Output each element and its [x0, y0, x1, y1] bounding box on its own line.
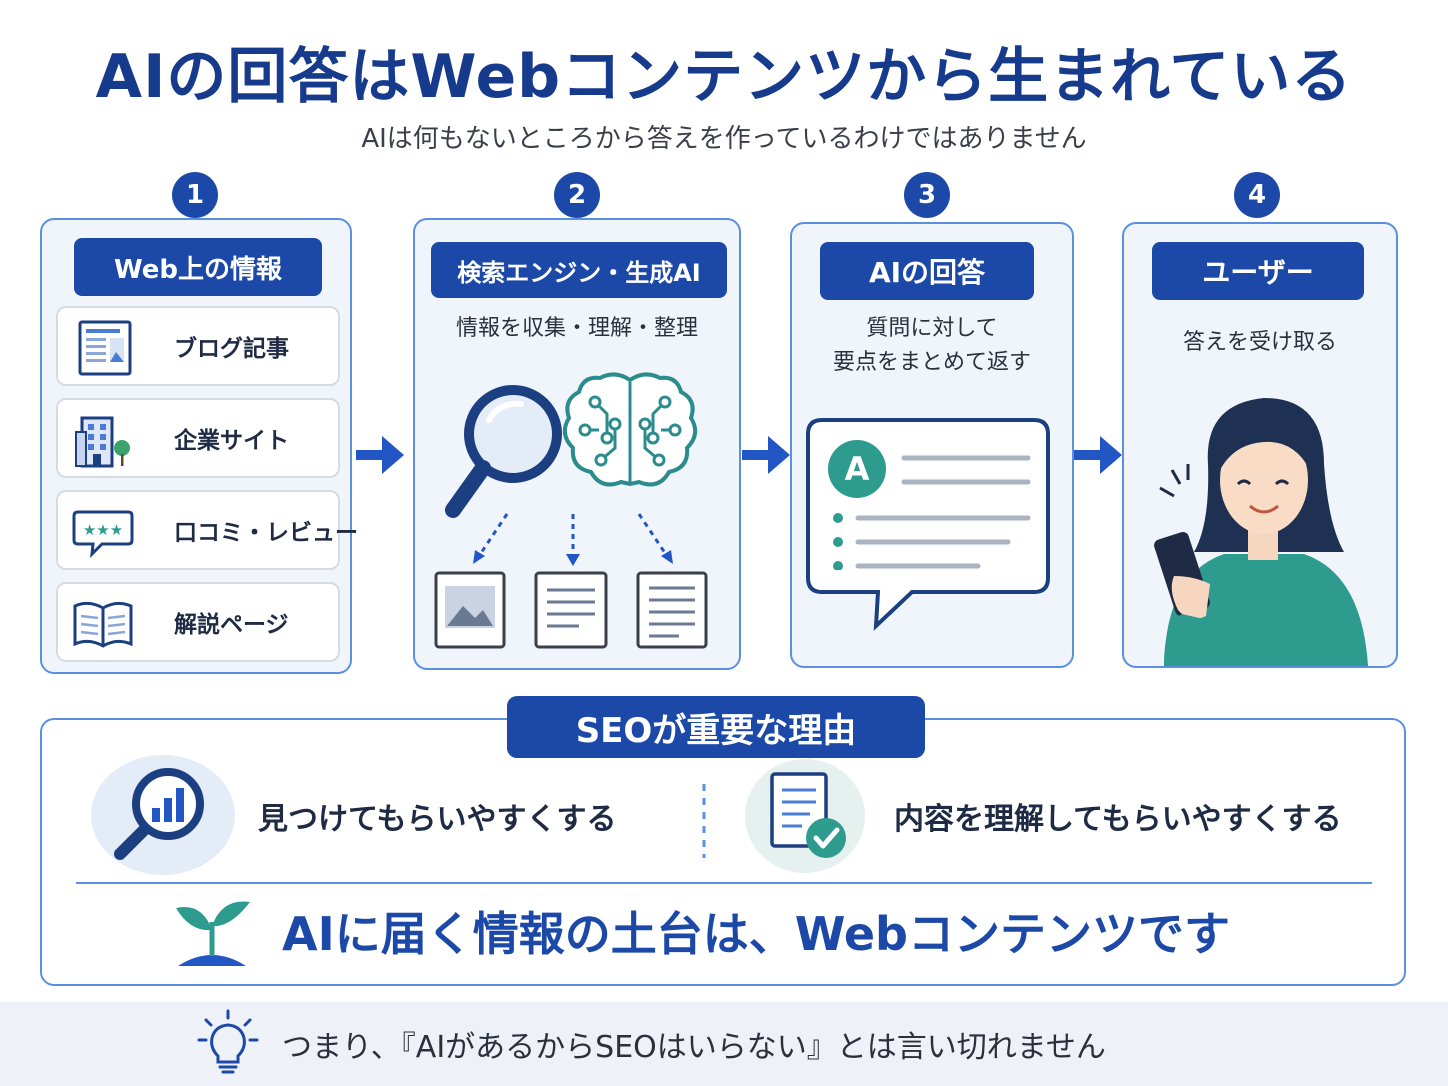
answer-avatar-letter: A: [844, 450, 870, 488]
answer-avatar: A: [828, 440, 886, 498]
svg-text:★★★: ★★★: [83, 521, 123, 539]
dashed-divider: [702, 784, 706, 858]
seo-divider: [76, 882, 1372, 884]
seo-section-title: SEOが重要な理由: [507, 696, 925, 758]
answer-lines: [833, 455, 1031, 570]
dotted-arrows: [473, 513, 673, 566]
footer-note: つまり、『AIがあるからSEOはいらない』とは言い切れません: [282, 1030, 1106, 1065]
review-icon: ★★★: [72, 510, 134, 559]
text-doc-icon: [636, 571, 708, 649]
step-label-user: ユーザー: [1152, 242, 1364, 300]
seo-reason-understandability: 内容を理解してもらいやすくする: [894, 802, 1342, 837]
sprout-icon: [176, 901, 250, 966]
step-description-line1: 質問に対して: [866, 316, 998, 341]
source-item-label: ブログ記事: [174, 336, 289, 362]
step-card-search-ai: 検索エンジン・生成AI 情報を収集・理解・整理: [413, 218, 741, 670]
step-number-4: 4: [1234, 172, 1280, 218]
page-subtitle: AIは何もないところから答えを作っているわけではありません: [361, 124, 1087, 154]
step-card-web-info: Web上の情報 ブログ記事 企業サイト ★★★: [40, 218, 358, 674]
step-number-1: 1: [172, 172, 218, 218]
seo-reason-discoverability: 見つけてもらいやすくする: [258, 802, 617, 837]
arrow-right-icon: [742, 436, 790, 474]
source-item-blog: ブログ記事: [56, 306, 340, 386]
step-card-user: ユーザー 答えを受け取る: [1122, 222, 1398, 668]
step-description: 情報を収集・理解・整理: [455, 316, 698, 341]
book-icon: [73, 601, 133, 648]
footer-banner: [0, 1002, 1448, 1086]
source-item-label: 企業サイト: [174, 428, 289, 454]
lightbulb-icon: [197, 1009, 259, 1074]
source-item-reviews: ★★★ 口コミ・レビュー: [56, 490, 358, 570]
doc-check-icon: [745, 759, 865, 873]
image-doc-icon: [434, 571, 506, 649]
document-icon: [78, 320, 132, 376]
seo-conclusion: AIに届く情報の土台は、Webコンテンツです: [282, 907, 1230, 961]
ai-brain-icon: [562, 372, 698, 487]
source-item-company-site: 企業サイト: [56, 398, 340, 478]
step-label-ai-answer: AIの回答: [820, 242, 1034, 300]
arrow-right-icon: [356, 436, 404, 474]
step-description-line2: 要点をまとめて返す: [832, 350, 1031, 375]
step-card-ai-answer: AIの回答 質問に対して 要点をまとめて返す A: [790, 222, 1074, 668]
source-item-guide-page: 解説ページ: [56, 582, 340, 662]
seo-reasons-panel: [40, 718, 1406, 986]
step-number-3: 3: [904, 172, 950, 218]
step-description: 答えを受け取る: [1182, 330, 1337, 355]
source-item-label: 解説ページ: [174, 612, 289, 638]
text-doc-icon: [534, 571, 608, 649]
step-label-search-ai: 検索エンジン・生成AI: [431, 242, 727, 298]
step-label-web-info: Web上の情報: [74, 238, 322, 296]
page-title: AIの回答はWebコンテンツから生まれている: [95, 42, 1353, 112]
building-icon: [75, 416, 130, 468]
search-chart-icon: [91, 755, 235, 875]
step-number-2: 2: [554, 172, 600, 218]
magnifier-icon: [445, 385, 562, 518]
source-item-label: 口コミ・レビュー: [174, 520, 358, 546]
arrow-right-icon: [1074, 436, 1122, 474]
user-phone-icon: [1154, 398, 1368, 666]
